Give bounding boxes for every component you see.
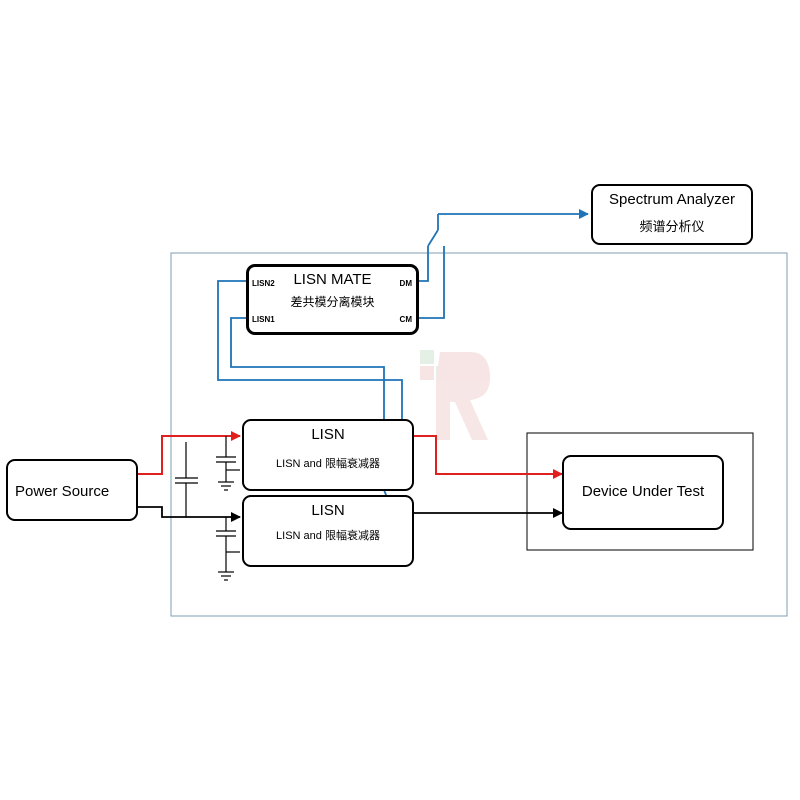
device-under-test-label: Device Under Test bbox=[581, 483, 705, 500]
power-source-box: Power Source bbox=[6, 459, 138, 521]
lisn-mate-title: LISN MATE bbox=[293, 271, 372, 288]
lisn-bottom-subtitle: LISN and 限幅衰减器 bbox=[276, 530, 380, 542]
lisn-top-title: LISN bbox=[311, 426, 345, 443]
signal-line-dm bbox=[418, 246, 429, 282]
lisn-top-box: LISN LISN and 限幅衰减器 bbox=[242, 419, 414, 491]
port-dm-label: DM bbox=[399, 279, 412, 288]
ground-capacitor-bottom bbox=[216, 517, 240, 581]
spectrum-analyzer-subtitle: 频谱分析仪 bbox=[639, 219, 705, 234]
dm-cm-switch bbox=[427, 214, 439, 247]
hot-line-input bbox=[138, 431, 241, 475]
spectrum-analyzer-title: Spectrum Analyzer bbox=[609, 191, 735, 208]
filter-capacitor bbox=[175, 442, 198, 517]
signal-line-cm bbox=[418, 246, 445, 319]
lisn-top-subtitle: LISN and 限幅衰减器 bbox=[276, 458, 380, 470]
signal-line-lisn2 bbox=[217, 280, 403, 454]
ground-capacitor-top bbox=[216, 436, 240, 491]
power-source-label: Power Source bbox=[15, 483, 110, 500]
lisn-bottom-box: LISN LISN and 限幅衰减器 bbox=[242, 495, 414, 567]
return-line-input bbox=[138, 506, 241, 522]
port-lisn2-label: LISN2 bbox=[252, 279, 275, 288]
lisn-mate-subtitle: 差共模分离模块 bbox=[290, 295, 375, 309]
port-cm-label: CM bbox=[399, 315, 412, 324]
system-frame bbox=[170, 252, 788, 617]
port-lisn1-label: LISN1 bbox=[252, 315, 275, 324]
watermark-logo bbox=[420, 350, 490, 440]
lisn-mate-box: LISN MATE 差共模分离模块 LISN2 LISN1 DM CM bbox=[246, 264, 419, 335]
lisn-bottom-title: LISN bbox=[311, 502, 345, 519]
spectrum-analyzer-box: Spectrum Analyzer 频谱分析仪 bbox=[591, 184, 753, 245]
dut-enclosure-frame bbox=[526, 432, 754, 551]
device-under-test-box: Device Under Test bbox=[562, 455, 724, 530]
hot-line-output bbox=[414, 435, 563, 479]
